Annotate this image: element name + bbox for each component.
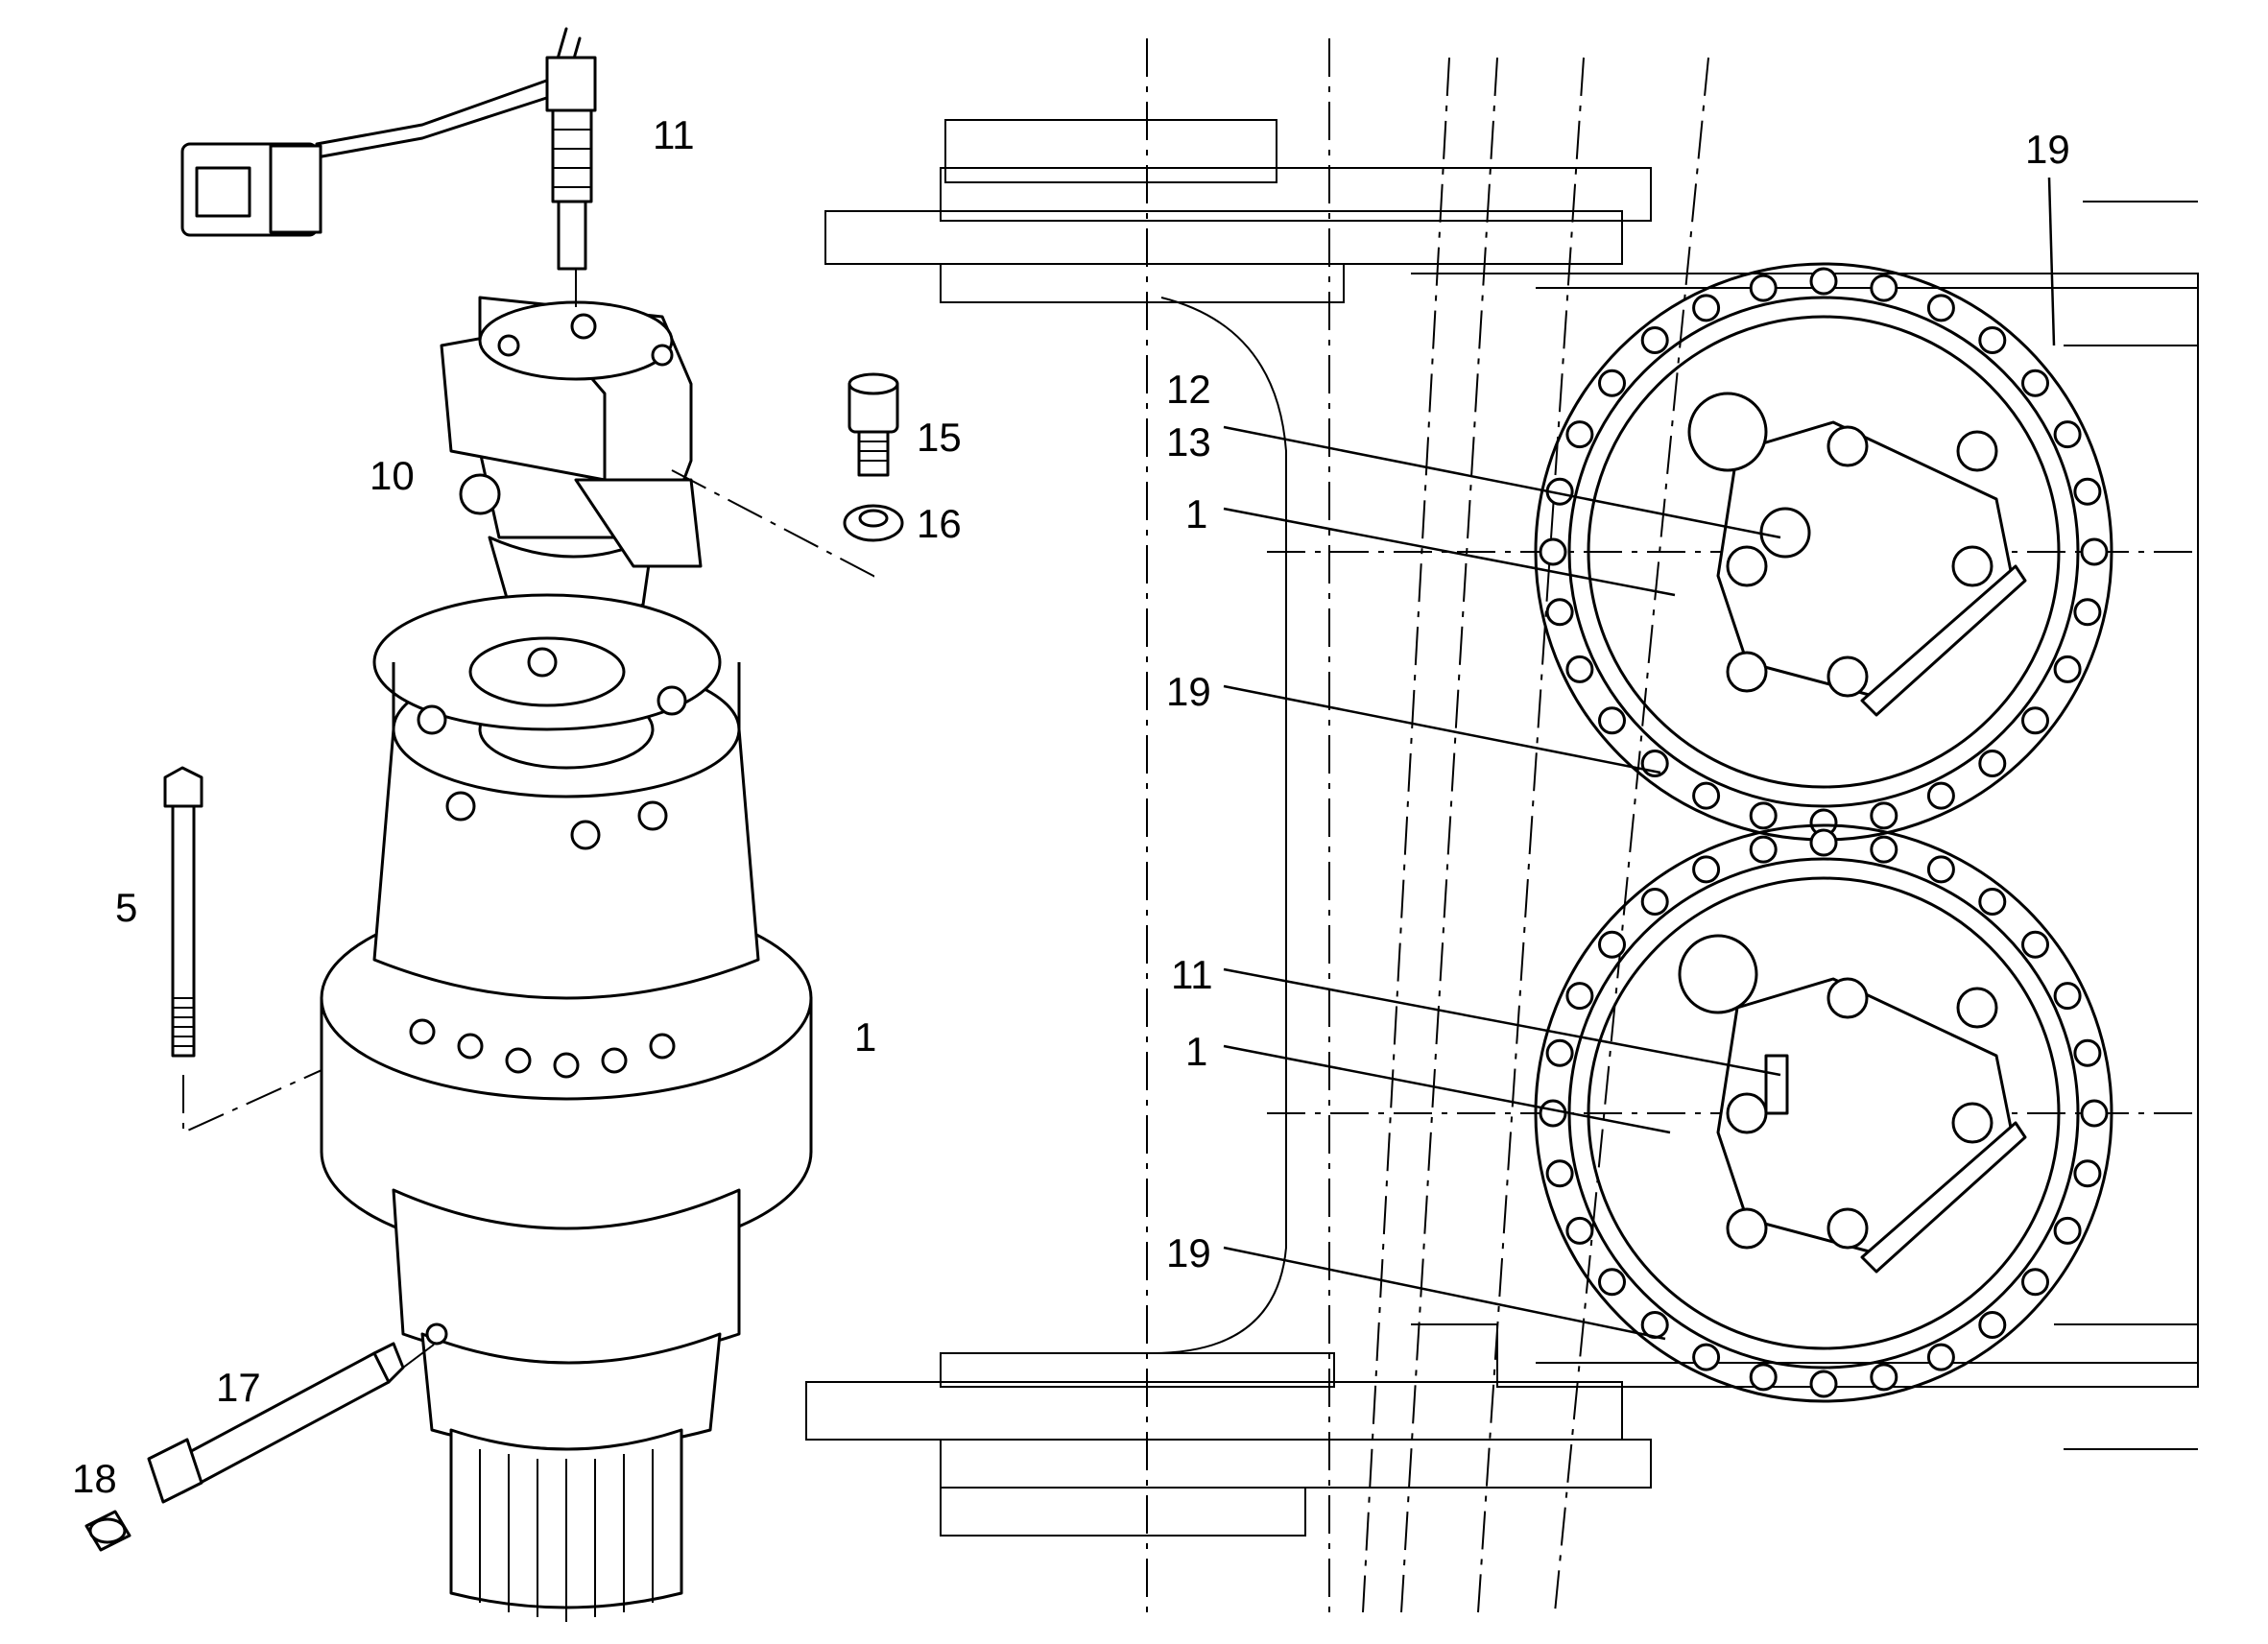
ring-bolt [1870, 835, 1898, 864]
ring-bolt [1978, 1311, 2007, 1339]
ring-bolt [1565, 655, 1594, 683]
exploded-assembly-left [84, 27, 904, 1622]
ring-bolt [2053, 1216, 2082, 1245]
ring-bolt [1565, 982, 1594, 1011]
gearbox-part-1 [320, 593, 813, 1622]
ring-bolt [1749, 801, 1778, 830]
ring-bolt [1978, 326, 2007, 354]
lower-bolt-circle [1539, 828, 2109, 1398]
ring-bolt [1692, 1343, 1721, 1371]
plug-part-18 [84, 1510, 131, 1552]
ring-bolt [2073, 598, 2102, 627]
callout-11-right: 11 [1171, 952, 1213, 997]
ring-bolt [1749, 1363, 1778, 1392]
callout-1-left: 1 [854, 1014, 876, 1060]
ring-bolt [1870, 801, 1898, 830]
callout-10: 10 [370, 453, 415, 498]
hydraulic-motor-part-10 [440, 296, 703, 645]
ring-bolt [1598, 369, 1626, 397]
callout-11-top: 11 [653, 112, 695, 157]
callout-1-lower: 1 [1185, 1029, 1207, 1074]
ring-bolt [2053, 655, 2082, 683]
ring-bolt [1809, 267, 1838, 296]
centerline-bolt-15 [671, 469, 874, 578]
ring-bolt [1640, 326, 1669, 354]
ring-bolt [1545, 598, 1574, 627]
ring-bolt [1870, 274, 1898, 302]
callout-16: 16 [917, 501, 962, 546]
callout-17: 17 [216, 1365, 261, 1410]
lower-ring-assembly [1534, 823, 2113, 1403]
ring-bolt [1565, 1216, 1594, 1245]
ring-bolt [1749, 835, 1778, 864]
upper-bolt-circle [1539, 267, 2109, 837]
ring-bolt [1640, 888, 1669, 916]
ring-bolt [1926, 855, 1955, 884]
callout-19-top: 19 [2025, 127, 2070, 172]
sleeve-part-17 [147, 1342, 405, 1504]
ring-bolt [2053, 982, 2082, 1011]
ring-bolt [1539, 1099, 1567, 1128]
callout-13: 13 [1166, 419, 1211, 465]
ring-bolt [1598, 706, 1626, 735]
ring-bolt [2021, 369, 2049, 397]
ring-bolt [1692, 294, 1721, 322]
callout-15: 15 [917, 415, 962, 460]
speed-sensor-part-11 [180, 27, 597, 271]
long-bolt-part-5 [163, 766, 203, 1058]
ring-bolt [1978, 888, 2007, 916]
ring-bolt [1926, 294, 1955, 322]
ring-bolt [2073, 1038, 2102, 1067]
ring-bolt [1926, 781, 1955, 810]
upper-ring-assembly [1534, 262, 2113, 842]
ring-bolt [1809, 1370, 1838, 1398]
ring-bolt [2021, 706, 2049, 735]
ring-bolt [1598, 1268, 1626, 1297]
ring-bolt [1749, 274, 1778, 302]
ring-bolt [1598, 930, 1626, 959]
ring-bolt [1978, 750, 2007, 777]
ring-bolt [2021, 1268, 2049, 1297]
ring-bolt [2021, 930, 2049, 959]
callout-18: 18 [72, 1456, 117, 1501]
ring-bolt [1870, 1363, 1898, 1392]
installed-view-right [805, 38, 2199, 1613]
ring-bolt [1692, 855, 1721, 884]
ring-bolt [1545, 1159, 1574, 1188]
ring-bolt [2053, 420, 2082, 449]
callout-labels: 11 15 16 10 5 1 17 18 19 12 13 1 19 11 1… [72, 112, 2070, 1501]
ring-bolt [2080, 537, 2109, 566]
callout-19-mid: 19 [1166, 669, 1211, 714]
ring-bolt [2073, 1159, 2102, 1188]
ring-bolt [2080, 1099, 2109, 1128]
washer-part-16 [843, 504, 904, 542]
ring-bolt [1640, 1311, 1669, 1339]
ring-bolt [2073, 477, 2102, 506]
ring-bolt [1565, 420, 1594, 449]
callout-5: 5 [115, 885, 137, 930]
cap-screw-part-15 [848, 372, 899, 477]
ring-bolt [1692, 781, 1721, 810]
leader-lines [1223, 177, 2056, 1341]
ring-bolt [1809, 828, 1838, 857]
callout-12: 12 [1166, 367, 1211, 412]
centerline-sleeve [402, 1338, 442, 1369]
callout-1-upper: 1 [1185, 491, 1207, 536]
ring-bolt [1926, 1343, 1955, 1371]
ring-bolt [1545, 1038, 1574, 1067]
callout-19-bottom: 19 [1166, 1230, 1211, 1275]
ring-bolt [1539, 537, 1567, 566]
